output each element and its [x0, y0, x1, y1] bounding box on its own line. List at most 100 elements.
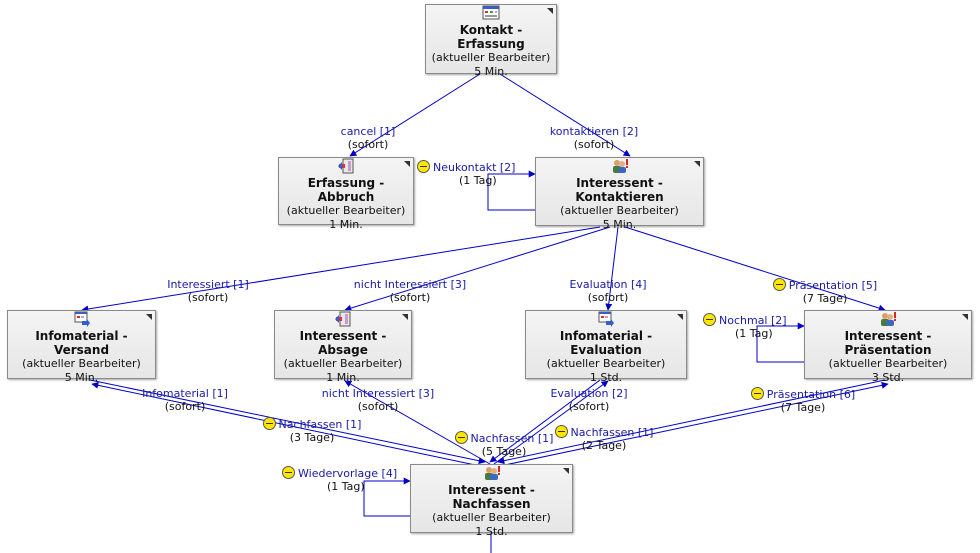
edge-cancel[interactable]	[349, 73, 481, 157]
node-interessent-praesentation[interactable]: Interessent - Präsentation (aktueller Be…	[804, 310, 972, 384]
edge-nicht-interessiert-bottom[interactable]	[344, 380, 491, 465]
node-interessent-kontaktieren[interactable]: Interessent - Kontaktieren (aktueller Be…	[535, 157, 704, 231]
edge-name: nicht Interessiert [3]	[321, 387, 435, 400]
timer-icon	[772, 278, 786, 291]
edge-time: (7 Tage)	[780, 401, 826, 414]
timer-icon	[703, 313, 716, 326]
edge-label-evaluation-4[interactable]: Evaluation [4] (sofort)	[565, 278, 651, 304]
collapse-corner-icon	[677, 314, 683, 320]
node-title: Kontakt - Erfassung	[457, 23, 525, 51]
edge-name: Wiedervorlage [4]	[282, 466, 397, 480]
edge-time: (7 Tage)	[802, 292, 848, 305]
edge-name: Infomaterial [1]	[142, 387, 228, 400]
edge-neukontakt[interactable]	[487, 170, 536, 211]
edge-label-infomaterial-1[interactable]: Infomaterial [1] (sofort)	[140, 387, 230, 413]
edge-infomaterial-1[interactable]	[91, 381, 481, 467]
edge-label-nicht-interessiert-bottom[interactable]: nicht Interessiert [3] (sofort)	[318, 387, 438, 413]
edge-praesentation-5[interactable]	[624, 226, 886, 312]
document-send-icon	[74, 311, 90, 327]
timer-icon	[454, 431, 468, 444]
node-assignee: (aktueller Bearbeiter)	[431, 51, 551, 64]
edge-time: (sofort)	[357, 400, 399, 413]
node-kontakt-erfassung[interactable]: Kontakt - Erfassung (aktueller Bearbeite…	[425, 4, 557, 78]
edge-label-nochmal[interactable]: Nochmal [2] (1 Tag)	[703, 313, 793, 340]
edge-label-wiedervorlage[interactable]: Wiedervorlage [4] (1 Tag)	[282, 466, 397, 493]
edge-name: cancel [1]	[340, 125, 396, 138]
edge-label-interessiert[interactable]: Interessiert [1] (sofort)	[166, 278, 250, 304]
exit-door-icon	[338, 158, 354, 174]
edge-time: (5 Tage)	[481, 445, 527, 458]
document-send-icon	[598, 311, 614, 327]
node-assignee: (aktueller Bearbeiter)	[560, 204, 679, 217]
edge-name: Evaluation [4]	[569, 278, 647, 291]
edge-label-neukontakt[interactable]: Neukontakt [2] (1 Tag)	[417, 160, 522, 187]
edge-interessiert[interactable]	[81, 226, 601, 313]
edge-name: Neukontakt [2]	[417, 160, 522, 174]
edge-name: Nochmal [2]	[703, 313, 793, 327]
node-assignee: (aktueller Bearbeiter)	[22, 357, 141, 370]
edge-nachfassen-b[interactable]	[489, 379, 601, 463]
edge-time: (3 Tage)	[289, 431, 335, 444]
node-title: Erfassung - Abbruch	[307, 176, 385, 204]
edge-name: Präsentation [6]	[748, 387, 858, 401]
edge-evaluation-2[interactable]	[493, 380, 609, 465]
edge-praesentation-6[interactable]	[499, 381, 889, 467]
edge-time: (sofort)	[568, 400, 610, 413]
edge-label-evaluation-2[interactable]: Evaluation [2] (sofort)	[546, 387, 632, 413]
node-interessent-nachfassen[interactable]: Interessent - Nachfassen (aktueller Bear…	[410, 464, 573, 538]
edge-time: (sofort)	[187, 291, 229, 304]
collapse-corner-icon	[547, 8, 553, 14]
node-duration: 1 Std.	[475, 525, 508, 538]
edge-label-nachfassen-a[interactable]: Nachfassen [1] (3 Tage)	[262, 417, 362, 444]
node-duration: 5 Min.	[64, 371, 99, 384]
edge-time: (1 Tag)	[459, 174, 497, 187]
edge-nachfassen-c[interactable]	[497, 379, 886, 465]
node-duration: 1 Min.	[329, 218, 363, 231]
edge-label-nicht-interessiert-top[interactable]: nicht Interessiert [3] (sofort)	[350, 278, 470, 304]
edge-name: Präsentation [5]	[770, 278, 880, 292]
node-infomaterial-evaluation[interactable]: Infomaterial - Evaluation (aktueller Bea…	[525, 310, 687, 384]
node-interessent-absage[interactable]: Interessent - Absage (aktueller Bearbeit…	[274, 310, 412, 384]
node-assignee: (aktueller Bearbeiter)	[546, 357, 666, 370]
collapse-corner-icon	[402, 314, 408, 320]
node-title: Infomaterial - Versand	[35, 329, 128, 357]
collapse-corner-icon	[563, 468, 569, 474]
node-infomaterial-versand[interactable]: Infomaterial - Versand (aktueller Bearbe…	[7, 310, 156, 384]
edge-nochmal[interactable]	[756, 322, 805, 363]
timer-icon	[262, 417, 276, 430]
edge-time: (1 Tag)	[327, 480, 365, 493]
edge-time: (sofort)	[164, 400, 206, 413]
edge-label-nachfassen-c[interactable]: Nachfassen [1] (2 Tage)	[554, 425, 654, 452]
edge-name: Nachfassen [1]	[554, 425, 654, 439]
edge-label-cancel[interactable]: cancel [1] (sofort)	[333, 125, 403, 151]
edge-nicht-interessiert-top[interactable]	[344, 226, 611, 312]
edge-time: (sofort)	[347, 138, 389, 151]
edge-time: (1 Tag)	[735, 327, 773, 340]
node-title: Infomaterial - Evaluation	[559, 329, 653, 357]
edge-kontaktieren[interactable]	[499, 73, 631, 157]
edge-evaluation-4[interactable]	[605, 226, 619, 311]
edge-label-nachfassen-b[interactable]: Nachfassen [1] (5 Tage)	[454, 431, 554, 458]
collapse-corner-icon	[962, 314, 968, 320]
edge-time: (sofort)	[587, 291, 629, 304]
collapse-corner-icon	[694, 161, 700, 167]
edge-wiedervorlage[interactable]	[363, 477, 411, 517]
node-duration: 1 Std.	[589, 371, 623, 384]
edge-time: (2 Tage)	[581, 439, 627, 452]
collapse-corner-icon	[146, 314, 152, 320]
edge-name: kontaktieren [2]	[549, 125, 639, 138]
node-assignee: (aktueller Bearbeiter)	[432, 511, 551, 524]
node-assignee: (aktueller Bearbeiter)	[828, 357, 948, 370]
exit-door-icon	[335, 311, 351, 327]
edge-label-praesentation-6[interactable]: Präsentation [6] (7 Tage)	[748, 387, 858, 414]
node-erfassung-abbruch[interactable]: Erfassung - Abbruch (aktueller Bearbeite…	[278, 157, 414, 231]
edge-label-praesentation-5[interactable]: Präsentation [5] (7 Tage)	[770, 278, 880, 305]
edge-nachfassen-a[interactable]	[89, 379, 486, 465]
node-title: Interessent - Kontaktieren	[575, 176, 664, 204]
collapse-corner-icon	[404, 161, 410, 167]
users-alert-icon	[612, 159, 628, 173]
users-alert-icon	[484, 466, 500, 480]
node-title: Interessent - Absage	[299, 329, 387, 357]
edge-label-kontaktieren[interactable]: kontaktieren [2] (sofort)	[548, 125, 640, 151]
